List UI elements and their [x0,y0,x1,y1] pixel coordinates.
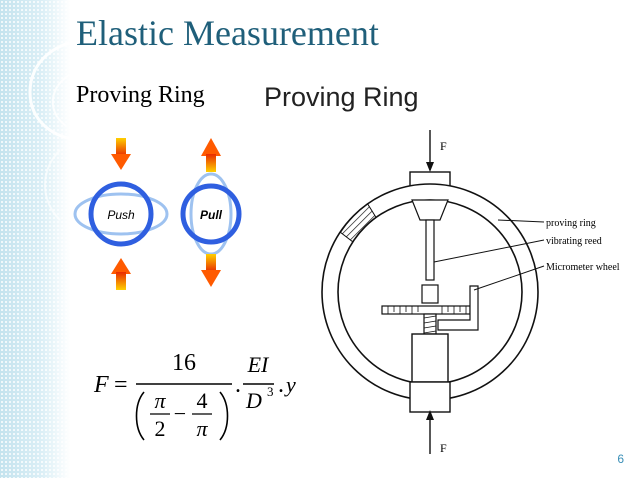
figure-title-proving-ring: Proving Ring [264,82,419,112]
micrometer-scale [381,305,471,315]
push-pull-illustration: Push Pull [73,138,242,290]
reed-tip [421,284,439,304]
formula-dot-1: . [235,372,241,398]
formula-numerator: 16 [172,350,196,376]
force-arrow-top [426,130,434,172]
leader-lines [433,219,545,291]
push-label: Push [107,208,135,222]
push-arrow-bottom [111,258,131,290]
page-number: 6 [617,452,624,466]
decorative-swirl [28,38,93,221]
formula-pi-1: π [154,388,166,413]
push-ring [88,181,154,247]
micrometer-ticks [387,306,467,314]
pull-ring [180,183,242,245]
label-vibrating-reed: vibrating reed [546,236,602,247]
label-proving-ring: proving ring [546,218,596,229]
formula-d: D [245,388,262,413]
formula-denom-1: 2 [155,416,166,441]
decorative-texture-band [0,0,70,478]
label-micrometer-wheel: Micrometer wheel [546,262,620,273]
pull-label: Pull [200,208,223,222]
lower-inner-column [411,333,449,383]
pull-arrow-bottom [201,254,221,287]
proving-ring-diagram: F [321,130,620,455]
ring-top-boss [411,199,449,221]
slide-title: Elastic Measurement [76,13,379,53]
pull-arrow-top [201,138,221,172]
ring-hatched-section [339,203,377,243]
formula-dot-2: . [278,372,284,398]
force-label-top: F [440,139,447,153]
proving-ring-formula: F = 16 π 2 − 4 π . EI D 3 . y [93,350,296,441]
vibrating-reed [425,219,435,281]
push-arrow-top [111,138,131,170]
push-ellipse [73,192,169,236]
micrometer-bracket [437,285,479,331]
formula-equals: = [114,372,128,398]
formula-lhs: F [93,372,109,398]
force-arrow-bottom [426,410,434,454]
subtitle-proving-ring: Proving Ring [76,82,205,108]
formula-exponent: 3 [267,384,274,399]
formula-ei: EI [247,352,270,377]
formula-numerator-2: 4 [197,388,208,413]
screw-threads [423,315,437,334]
formula-y: y [284,372,296,397]
formula-right-paren [219,391,229,441]
formula-minus: − [174,401,186,426]
force-label-bottom: F [440,441,447,455]
bottom-mounting-block [409,381,451,413]
formula-left-paren [135,391,145,441]
formula-pi-2: π [196,416,208,441]
